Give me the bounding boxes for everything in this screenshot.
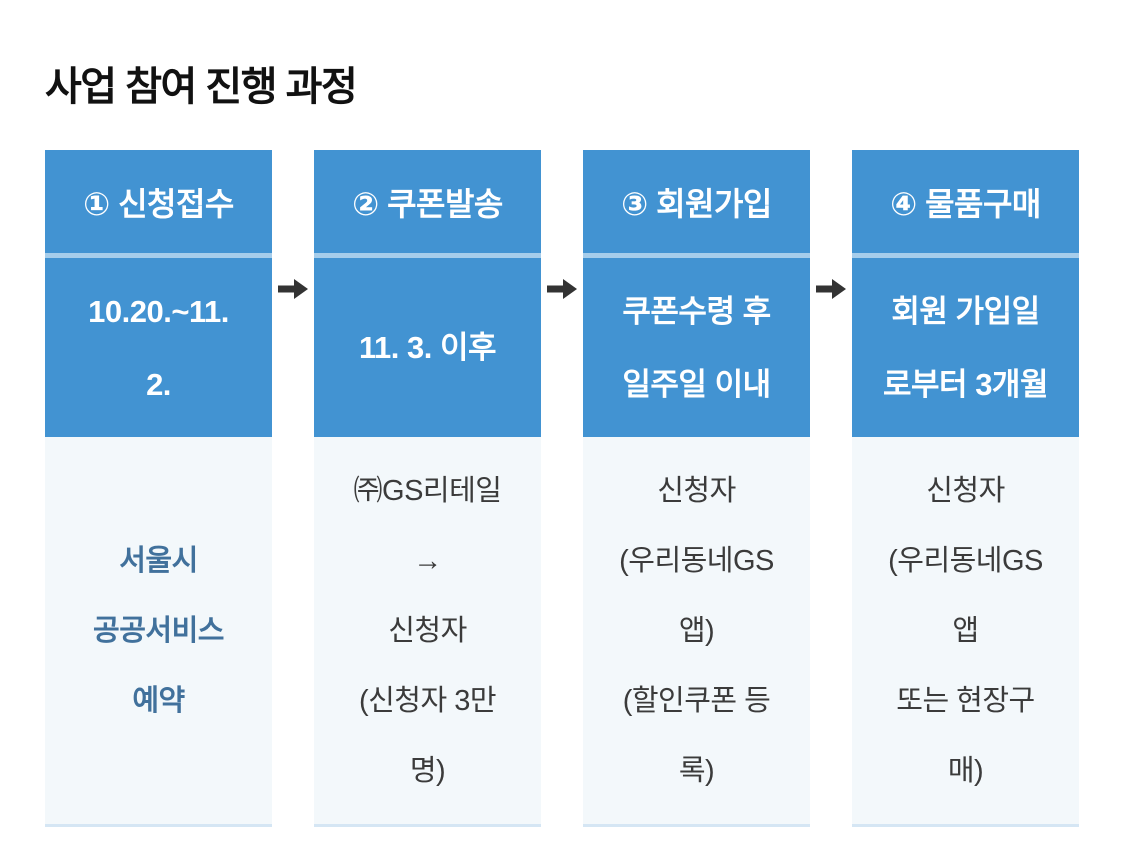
body-line: (우리동네GS <box>888 544 1043 577</box>
step-2-body: ㈜GS리테일 → 신청자 (신청자 3만 명) <box>314 437 541 827</box>
right-arrow-icon <box>547 278 577 300</box>
body-line: (우리동네GS <box>619 544 774 577</box>
process-flow-diagram: ① 신청접수 10.20.~11. 2. 서울시 공공서비스 예약 ② 쿠폰발송… <box>45 150 1079 827</box>
period-line: 10.20.~11. <box>88 293 229 329</box>
body-line: (신청자 3만 <box>358 684 497 717</box>
step-4-header: ④ 물품구매 <box>852 150 1079 253</box>
body-line: 또는 현장구 <box>896 684 1035 717</box>
step-3-header: ③ 회원가입 <box>583 150 810 253</box>
body-line: 앱) <box>678 614 715 647</box>
body-line: 공공서비스 <box>93 614 224 647</box>
step-3-period: 쿠폰수령 후 일주일 이내 <box>583 258 810 437</box>
step-1-divider <box>45 253 272 258</box>
period-line: 로부터 3개월 <box>883 366 1048 402</box>
body-line: 예약 <box>132 684 185 717</box>
step-4-period: 회원 가입일 로부터 3개월 <box>852 258 1079 437</box>
step-1-period: 10.20.~11. 2. <box>45 258 272 437</box>
step-1-body: 서울시 공공서비스 예약 <box>45 437 272 827</box>
period-line: 2. <box>146 366 171 402</box>
body-line: 신청자 <box>388 614 467 647</box>
body-line: 매) <box>947 754 984 787</box>
step-4-divider <box>852 253 1079 258</box>
step-3-divider <box>583 253 810 258</box>
step-2-divider <box>314 253 541 258</box>
step-column-coupon-send: ② 쿠폰발송 11. 3. 이후 ㈜GS리테일 → 신청자 (신청자 3만 명) <box>314 150 541 827</box>
step-column-membership: ③ 회원가입 쿠폰수령 후 일주일 이내 신청자 (우리동네GS 앱) (할인쿠… <box>583 150 810 827</box>
right-arrow-icon <box>816 278 846 300</box>
step-column-application: ① 신청접수 10.20.~11. 2. 서울시 공공서비스 예약 <box>45 150 272 827</box>
body-line: 서울시 <box>119 544 198 577</box>
body-line: 앱 <box>952 614 979 647</box>
body-line: 신청자 <box>926 474 1005 507</box>
step-1-header: ① 신청접수 <box>45 150 272 253</box>
body-line: 록) <box>678 754 715 787</box>
page-title: 사업 참여 진행 과정 <box>45 65 358 109</box>
body-line: (할인쿠폰 등 <box>622 684 771 717</box>
body-line: 명) <box>409 754 446 787</box>
step-column-purchase: ④ 물품구매 회원 가입일 로부터 3개월 신청자 (우리동네GS 앱 또는 현… <box>852 150 1079 827</box>
period-line: 쿠폰수령 후 <box>622 293 771 329</box>
body-line: 신청자 <box>657 474 736 507</box>
body-line: → <box>413 544 442 577</box>
body-line: ㈜GS리테일 <box>353 474 502 507</box>
step-2-header: ② 쿠폰발송 <box>314 150 541 253</box>
right-arrow-icon <box>278 278 308 300</box>
period-line: 회원 가입일 <box>891 293 1040 329</box>
step-2-period: 11. 3. 이후 <box>314 258 541 437</box>
step-3-body: 신청자 (우리동네GS 앱) (할인쿠폰 등 록) <box>583 437 810 827</box>
period-line: 일주일 이내 <box>622 366 771 402</box>
period-line: 11. 3. 이후 <box>358 330 497 365</box>
step-4-body: 신청자 (우리동네GS 앱 또는 현장구 매) <box>852 437 1079 827</box>
